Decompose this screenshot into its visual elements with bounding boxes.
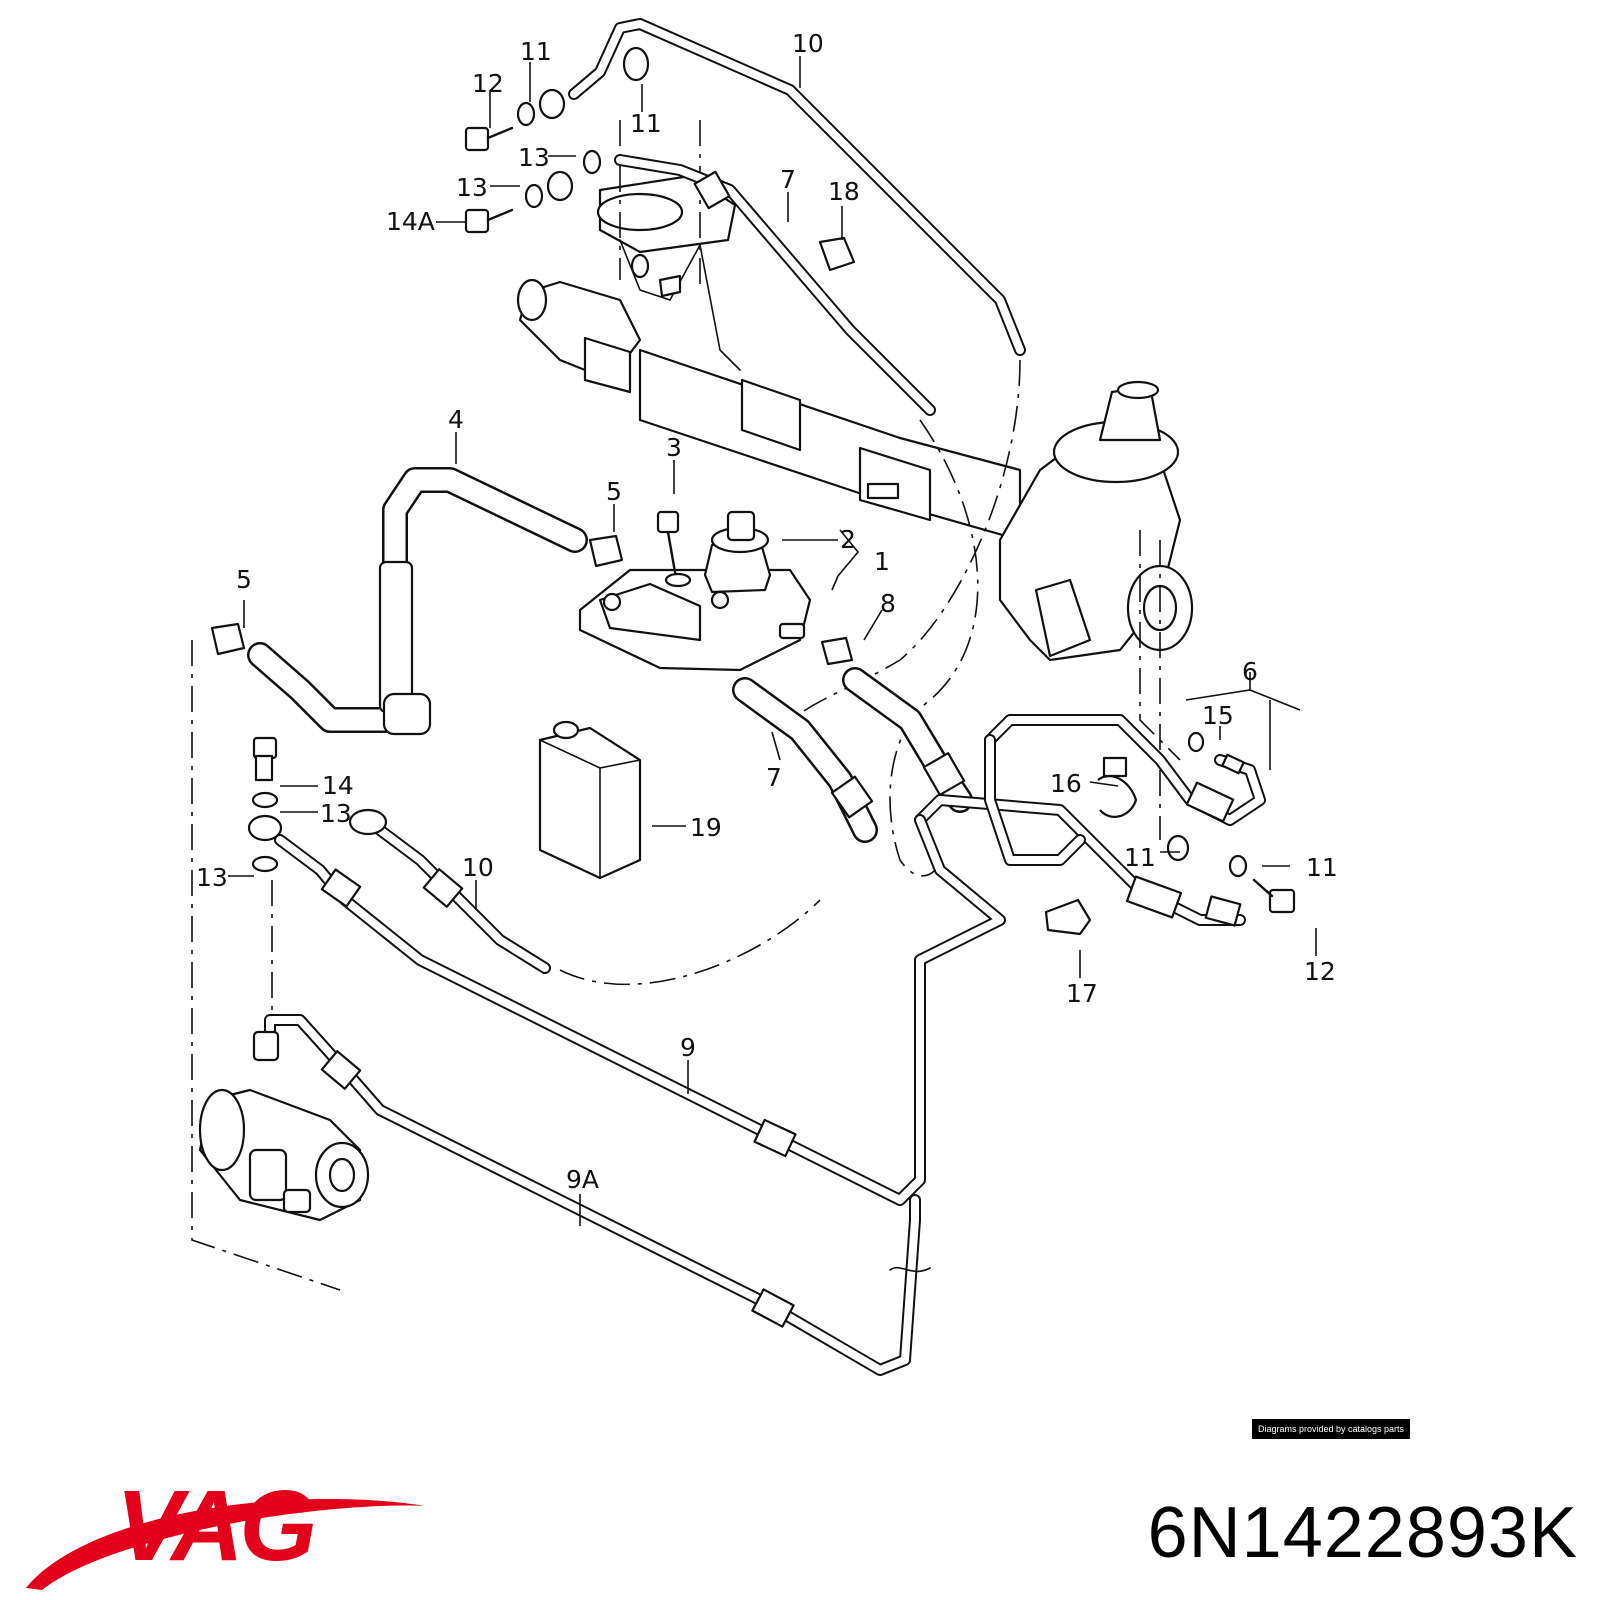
callout-5-left: 5 [236, 565, 252, 594]
callout-5-center: 5 [606, 477, 622, 506]
callout-13-left-b: 13 [196, 863, 228, 892]
callout-18: 18 [828, 177, 860, 206]
callout-13-second: 13 [456, 173, 488, 202]
fluid-reservoir [578, 510, 812, 672]
callout-8: 8 [880, 589, 896, 618]
hose-return [842, 667, 973, 813]
logo-swoosh [26, 1499, 425, 1590]
callout-17: 17 [1066, 979, 1098, 1008]
callout-9: 9 [680, 1033, 696, 1062]
callout-2: 2 [840, 525, 856, 554]
pipe-9a [264, 1014, 931, 1376]
callout-15: 15 [1202, 701, 1234, 730]
diagram-credit: Diagrams provided by catalogs parts [1252, 1419, 1410, 1439]
callout-19: 19 [690, 813, 722, 842]
callout-12-right: 12 [1304, 957, 1336, 986]
pipe-10-bottom [348, 808, 551, 974]
hose-4 [247, 467, 588, 736]
callout-12-top: 12 [472, 69, 504, 98]
callout-13-top: 13 [518, 143, 550, 172]
hardware [210, 46, 1296, 1062]
callout-11-mid: 11 [630, 109, 662, 138]
callout-9a: 9A [566, 1165, 599, 1194]
callout-16: 16 [1050, 769, 1082, 798]
callout-4: 4 [448, 405, 464, 434]
callout-11-right-b: 11 [1306, 853, 1338, 882]
leader-lines [228, 56, 1317, 1226]
callout-11-right-a: 11 [1124, 843, 1156, 872]
pipe-9 [274, 814, 1006, 1206]
logo-text: VAG [116, 1470, 314, 1582]
pipe-10-top [568, 18, 1026, 356]
callout-10-bottom: 10 [462, 853, 494, 882]
steering-pump [198, 1088, 370, 1222]
hose-7-top [614, 154, 936, 416]
callout-3: 3 [666, 433, 682, 462]
callout-13-left-a: 13 [320, 799, 352, 828]
bolt-3 [656, 510, 692, 588]
callout-6: 6 [1242, 657, 1258, 686]
part-number: 6N1422893K [1147, 1493, 1578, 1573]
assembly-lines [191, 120, 1181, 1291]
pipe-6 [914, 714, 1266, 927]
hose-7-bottom [732, 677, 878, 843]
callout-7-bottom: 7 [766, 763, 782, 792]
callout-7-top: 7 [780, 165, 796, 194]
callout-labels: 11 12 11 10 13 13 14A 7 18 4 3 5 2 1 5 8… [196, 29, 1338, 1194]
callout-1: 1 [874, 547, 890, 576]
callout-14: 14 [322, 771, 354, 800]
callout-14a: 14A [386, 207, 435, 236]
oil-container [538, 720, 642, 880]
callout-11-top: 11 [520, 37, 552, 66]
callout-10-top: 10 [792, 29, 824, 58]
vag-logo: VAG [26, 1470, 425, 1590]
